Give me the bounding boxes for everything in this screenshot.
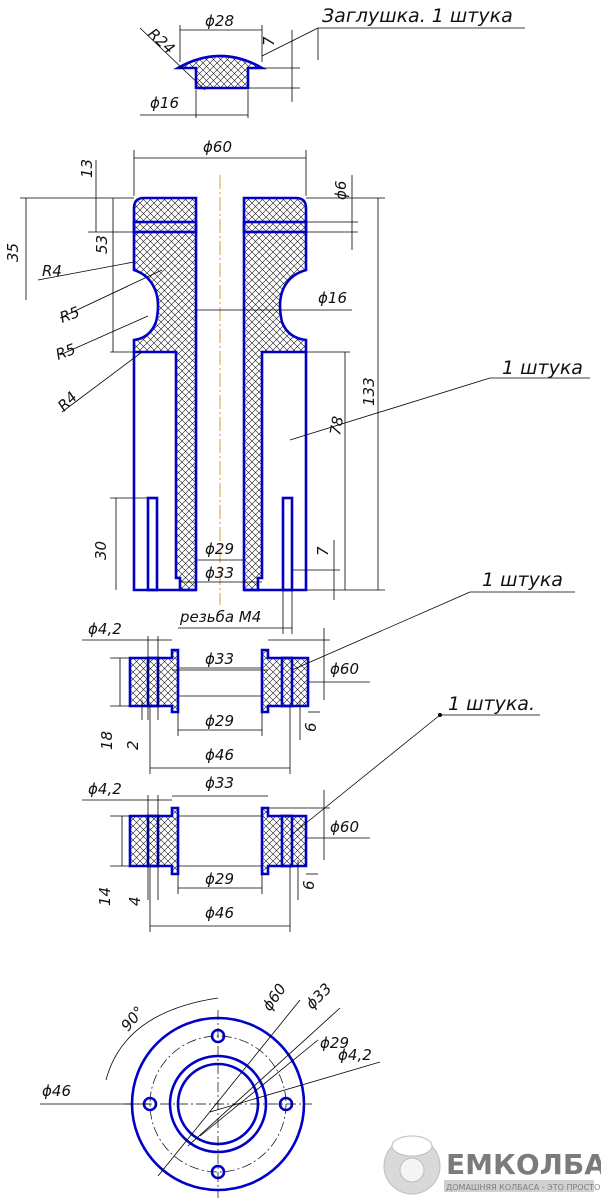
body-d33: ϕ33 (205, 564, 234, 582)
body-h53: 53 (93, 235, 111, 254)
body-h78: 78 (326, 415, 347, 437)
chef-logo-icon (383, 1135, 441, 1195)
ring1-h2: 2 (124, 740, 142, 750)
plug-title: Заглушка. 1 штука (322, 5, 513, 27)
ring2-left (128, 806, 180, 876)
tv-d46: ϕ46 (42, 1082, 71, 1100)
body-d60: ϕ60 (203, 138, 232, 156)
tv-d29: ϕ29 (320, 1034, 349, 1052)
tv-d33: ϕ33 (302, 980, 335, 1013)
ring2-h14: 14 (96, 887, 114, 906)
plug-r24: R24 (144, 25, 178, 58)
ring1-d33: ϕ33 (205, 650, 234, 668)
ring2-h6: 6 (300, 880, 318, 890)
right-slot (281, 496, 294, 592)
body-right-half (242, 196, 308, 592)
ring1-h18: 18 (98, 731, 116, 750)
brand-slogan: ДОМАШНЯЯ КОЛБАСА - ЭТО ПРОСТО! (446, 1183, 601, 1192)
body-count: 1 штука (502, 357, 583, 379)
ring1-d46: ϕ46 (205, 746, 234, 764)
tv-a90: 90° (117, 1003, 148, 1035)
body-h13: 13 (78, 159, 96, 178)
ring2-d33: ϕ33 (205, 774, 234, 792)
body-thread: резьба M4 (179, 608, 261, 626)
ring1-view: 1 штука ϕ4,2 ϕ33 ϕ60 ϕ29 18 2 6 ϕ46 (82, 569, 575, 774)
ring1-h6: 6 (302, 722, 320, 732)
body-h7: 7 (314, 546, 332, 556)
main-body-view: 1 штука ϕ60 ϕ6 13 35 53 R4 R5 R5 R4 ϕ16 … (4, 138, 590, 634)
plug-h7: 7 (260, 36, 278, 46)
body-r5-b: R5 (53, 340, 78, 364)
ring2-d46: ϕ46 (205, 904, 234, 922)
ring1-d60: ϕ60 (330, 660, 359, 678)
brand-watermark: ЕМКОЛБАСКИ ДОМАШНЯЯ КОЛБАСА - ЭТО ПРОСТО… (383, 1135, 601, 1195)
body-left-half (132, 196, 198, 592)
plug-section (173, 54, 267, 90)
body-r4-top: R4 (42, 262, 62, 280)
ring1-count: 1 штука (482, 569, 563, 591)
ring2-right (260, 806, 308, 876)
body-d6: ϕ6 (332, 181, 350, 200)
body-h30: 30 (92, 541, 110, 560)
body-d16: ϕ16 (318, 289, 347, 307)
ring1-d42: ϕ4,2 (88, 620, 122, 638)
ring2-h4: 4 (126, 896, 144, 906)
ring2-d29: ϕ29 (205, 870, 234, 888)
body-r5-a: R5 (57, 303, 82, 327)
ring1-d29: ϕ29 (205, 712, 234, 730)
ring2-d42: ϕ4,2 (88, 780, 122, 798)
tv-d60: ϕ60 (259, 980, 290, 1014)
tv-d42: ϕ4,2 (338, 1046, 372, 1064)
body-h35: 35 (4, 243, 22, 262)
body-r4-bottom: R4 (54, 388, 81, 415)
ring2-count: 1 штука. (448, 693, 535, 715)
top-view: 90° ϕ60 ϕ33 ϕ29 ϕ4,2 ϕ46 (40, 980, 381, 1198)
plug-d28: ϕ28 (205, 12, 234, 30)
body-h133: 133 (360, 377, 378, 406)
plug-d16: ϕ16 (150, 94, 179, 112)
ring2-view: 1 штука. ϕ4,2 ϕ33 ϕ60 ϕ29 14 4 6 ϕ46 (82, 693, 540, 932)
brand-name: ЕМКОЛБАСКИ (446, 1148, 601, 1181)
ring2-d60: ϕ60 (330, 818, 359, 836)
left-slot (146, 496, 159, 592)
plug-view: Заглушка. 1 штука ϕ28 R24 ϕ16 7 (139, 5, 525, 118)
ring1-right (260, 648, 310, 714)
body-d29: ϕ29 (205, 540, 234, 558)
